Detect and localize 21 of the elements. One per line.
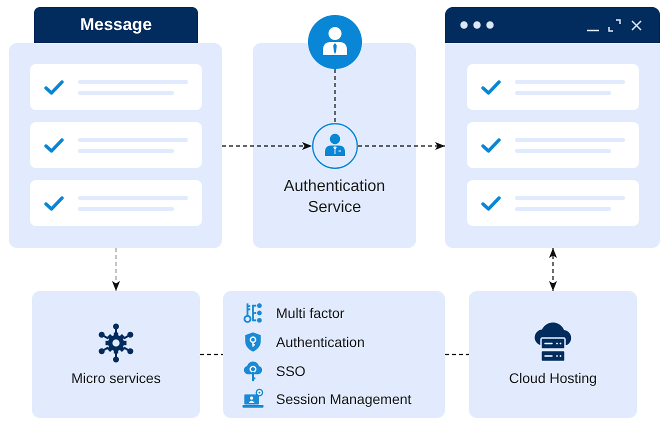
dashed-arrow: [549, 248, 557, 291]
header-tab: Message: [34, 7, 198, 43]
dashed-arrow: [112, 248, 120, 291]
user-icon: [312, 123, 358, 169]
feature-label: SSO: [276, 362, 306, 380]
service-card: [469, 291, 637, 418]
feature-label: Session Management: [276, 390, 412, 408]
dashed-arrow: [222, 142, 312, 150]
dashed-arrow: [358, 142, 445, 150]
feature-label: Authentication: [276, 333, 365, 351]
dashed-connector: [334, 69, 336, 123]
dashed-connector: [200, 354, 223, 356]
node-label: Authentication Service: [282, 177, 386, 218]
browser-window: [445, 7, 660, 248]
dashed-connector: [445, 354, 469, 356]
node-label: Cloud Hosting: [509, 369, 597, 387]
feature-list-card: [223, 291, 445, 418]
service-card: [32, 291, 200, 418]
service-panel: [253, 43, 416, 248]
feature-label: Multi factor: [276, 304, 344, 322]
node-label: Micro services: [71, 369, 161, 387]
